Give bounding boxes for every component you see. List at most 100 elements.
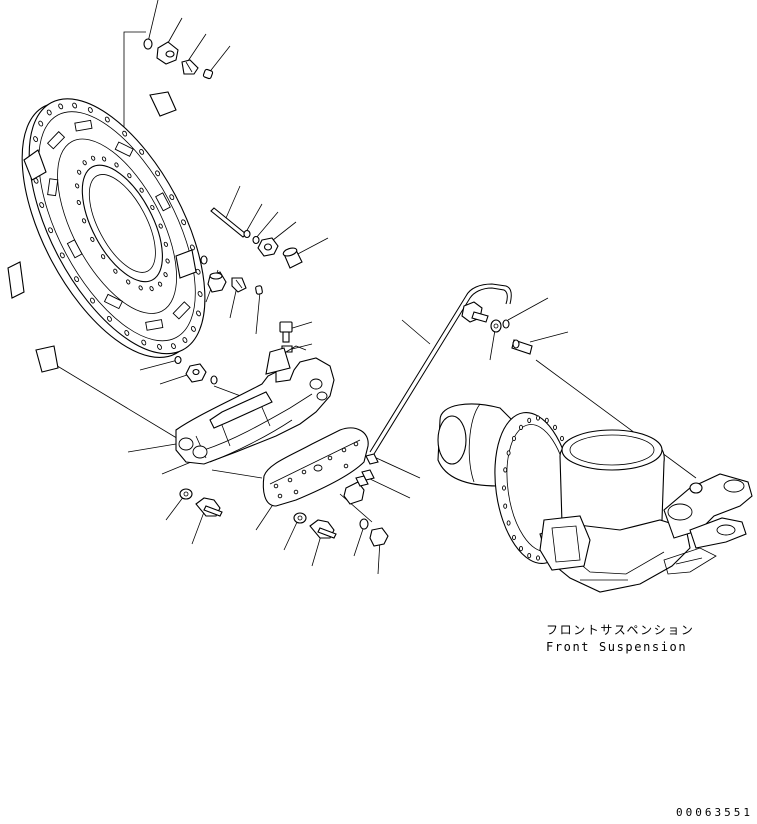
plug-top [202,68,214,80]
disc-slot [103,293,123,310]
disc-outer-hole [139,149,145,155]
disc-inner-hole [139,187,144,193]
hub-disc-hole [506,450,511,456]
disc-inner-hole [101,156,107,162]
hub-disc-hole [519,545,523,552]
disc-inner-hole [149,286,154,292]
bolt-lower-left [195,497,223,517]
disc-inner-hole [90,236,95,242]
disc-outer-hole [122,130,128,137]
elbow-fitting [207,271,227,293]
disc-outer-hole [197,291,203,297]
disc-outer-hole [72,102,78,109]
disc-inner-hole [165,258,170,264]
hub-disc-hole [544,417,549,424]
drawing-number: 00063551 [676,806,753,819]
disc-outer-hole [58,103,64,110]
disc-slot [172,301,191,320]
hub-disc-hole [527,552,532,559]
disc-outer-hole [104,116,110,123]
tube-fitting [361,453,379,481]
caption-jp: フロントサスペンション [546,623,695,637]
plate-bolt-hole [273,483,279,489]
disc-inner-hole [114,162,119,168]
brake-tube [369,283,512,455]
hub-disc-hole [560,435,564,442]
plug-lower [369,527,389,547]
disc-inner-holes [75,155,170,292]
caliper-cover-plate [262,427,369,507]
disc-outer-hole [124,330,130,336]
plate-bolt-hole [277,493,283,499]
disc-inner-hole [138,285,143,291]
disc-inner-hole [81,218,87,224]
disc-inner-hole [90,155,96,161]
hub-disc-hole [553,424,557,431]
disc-outer-hole [190,326,196,332]
disc-lugs [7,91,197,373]
plate-bolt-hole [341,447,347,453]
hub-disc-hole [502,485,506,491]
bolt-small [279,321,293,343]
disc-outer-hole [169,194,175,201]
disc-outer-hole [59,252,65,259]
brake-disc [21,98,206,358]
disc-slot [155,192,171,212]
plate-bolt-hole [327,455,333,461]
hex-fitting [185,363,207,383]
disc-inner-hole [113,268,118,274]
disc-slot [46,131,66,150]
disc-outer-hole [87,107,93,113]
hardware-right [461,301,533,355]
bleeder-screw [231,277,247,293]
plate-bolt-hole [343,463,349,469]
hardware-top [143,38,214,80]
elbow-connector [343,475,369,505]
disc-outer-hole [74,276,80,283]
disc-outer-hole [155,170,161,177]
hub-disc-hole [536,555,540,561]
disc-inner-hole [75,183,80,189]
disc-outer-hole [170,343,176,350]
disc-inner-hole [76,199,81,206]
disc-outer-hole [141,339,147,346]
disc-slot [66,239,83,259]
disc-slot [74,119,93,132]
disc-inner-hole [82,160,87,166]
disc-inner-hole [163,272,168,278]
disc-outer-hole [157,344,162,350]
disc-inner-hole [158,223,163,229]
bolt-lower-mid [309,519,337,539]
disc-inner-hole [163,241,169,247]
hub-disc-hole [527,417,532,424]
disc-inner-hole [157,281,163,287]
disc-outer-holes [31,102,203,350]
disc-outer-hole [39,202,45,208]
disc-slots [46,119,191,331]
caption-en: Front Suspension [546,640,687,654]
disc-outer-hole [48,227,54,234]
plate-bolt-hole [301,469,307,475]
hub-disc-hole [519,424,523,431]
disc-outer-hole [196,310,201,317]
union-fitting-top [156,41,179,65]
hardware-lower [179,453,389,547]
disc-outer-hole [182,337,188,343]
connector-top [181,59,199,75]
disc-outer-hole [195,268,201,275]
disc-slot [145,319,164,331]
cap [282,247,303,269]
disc-outer-hole [189,244,195,251]
hardware-middle [174,207,303,385]
plate-bolt-holes [273,441,359,499]
disc-outer-hole [38,120,44,127]
plate-bolt-hole [353,441,359,447]
hub-disc-hole [503,503,508,509]
nut-fitting [257,237,279,257]
hub-disc-hole [512,435,516,442]
disc-outer-hole [181,219,187,226]
front-suspension-assembly [437,403,753,593]
stud-pin [210,207,247,238]
hub-disc-hole [512,534,516,541]
